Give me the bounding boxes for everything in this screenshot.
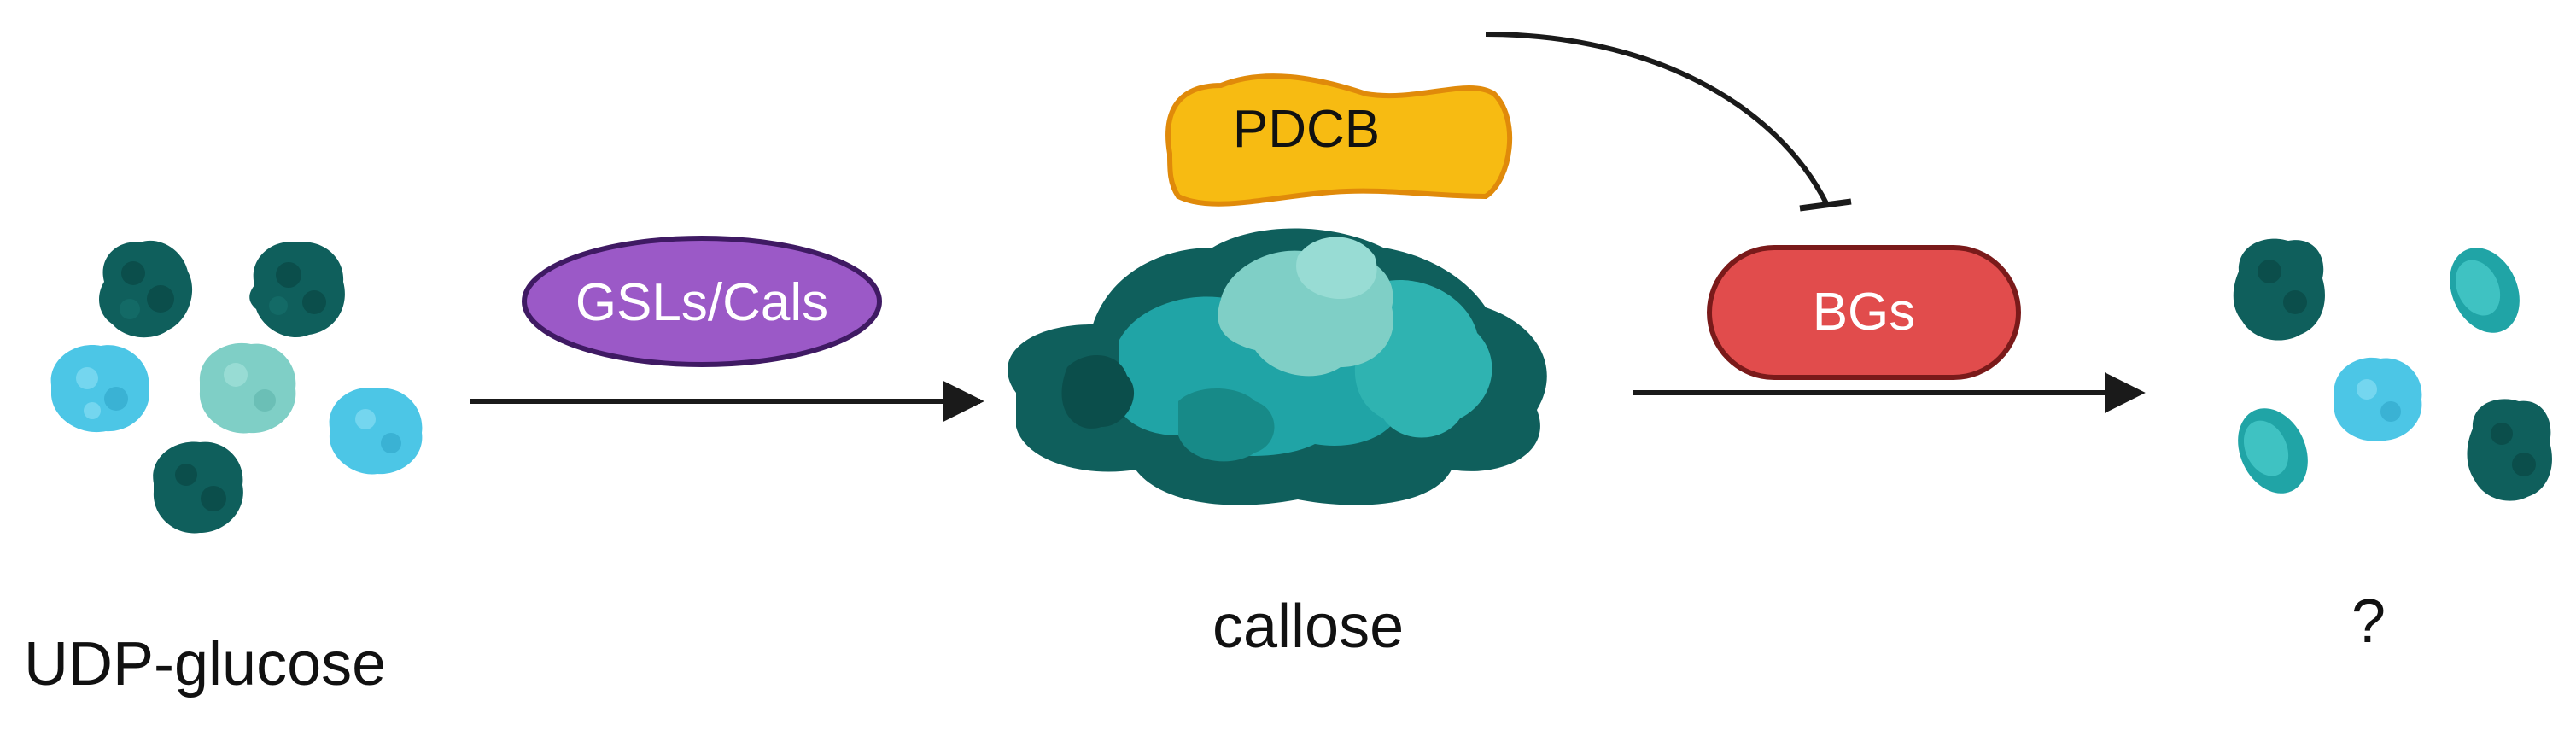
inhibition-bar <box>1799 198 1852 212</box>
molecule-blob-icon <box>2467 399 2552 501</box>
oval-fragment-icon <box>2238 408 2308 494</box>
molecule-blob-icon <box>329 388 423 475</box>
gsls-cals-enzyme: GSLs/Cals <box>522 236 882 367</box>
degradation-product-label: ? <box>2351 587 2386 656</box>
substrate-label: UDP-glucose <box>24 630 386 698</box>
molecule-blob-icon <box>249 242 345 338</box>
polymer-cluster-icon <box>1008 228 1547 505</box>
gsls-cals-label: GSLs/Cals <box>575 273 828 332</box>
pdcb-protein: PDCB <box>1165 73 1513 207</box>
molecule-blob-icon <box>2233 238 2325 341</box>
molecule-blob-icon <box>99 240 193 338</box>
molecule-blob-icon <box>199 342 296 434</box>
molecule-blob-icon <box>50 345 149 433</box>
degradation-products <box>2233 238 2552 501</box>
product-label: callose <box>1212 593 1404 661</box>
pdcb-label: PDCB <box>1233 100 1380 159</box>
oval-fragment-icon <box>2450 248 2520 333</box>
bgs-enzyme: BGs <box>1707 245 2021 380</box>
molecule-blob-icon <box>153 441 243 534</box>
udp-glucose-cluster <box>50 240 423 534</box>
inhibition-arc <box>1485 32 1830 207</box>
molecule-blob-icon <box>2334 357 2422 441</box>
bgs-label: BGs <box>1813 283 1916 342</box>
